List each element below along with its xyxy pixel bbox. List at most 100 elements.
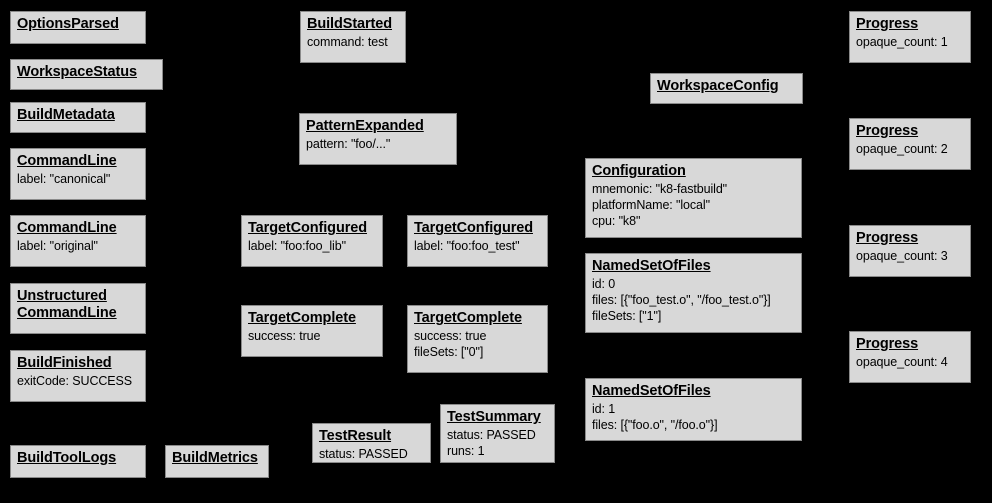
node-properties: label: "foo:foo_lib" [248,238,376,254]
node-progress-4[interactable]: Progress opaque_count: 4 [849,331,971,383]
node-title-line: OptionsParsed [17,16,119,32]
node-title-line: CommandLine [17,305,117,321]
node-properties: id: 1 files: [{"foo.o", "/foo.o"}] [592,401,795,433]
node-title-line: Progress [856,230,919,246]
node-title: TargetComplete [248,310,376,327]
node-title: BuildMetrics [172,450,262,467]
node-title: TestSummary [447,409,548,426]
node-property: platformName: "local" [592,198,710,212]
node-property: files: [{"foo_test.o", "/foo_test.o"}] [592,293,771,307]
node-title: BuildToolLogs [17,450,139,467]
node-title-line: CommandLine [17,153,117,169]
node-title: Progress [856,336,964,353]
node-property: mnemonic: "k8-fastbuild" [592,182,728,196]
node-title: BuildFinished [17,355,139,372]
node-property: label: "canonical" [17,172,111,186]
node-title-line: NamedSetOfFiles [592,258,711,274]
node-property: label: "original" [17,239,98,253]
node-workspace-config[interactable]: WorkspaceConfig [650,73,803,104]
node-properties: success: true [248,328,376,344]
node-property: success: true [414,329,487,343]
node-properties: opaque_count: 3 [856,248,964,264]
node-property: status: PASSED [319,447,408,461]
node-build-metrics[interactable]: BuildMetrics [165,445,269,478]
node-build-finished[interactable]: BuildFinished exitCode: SUCCESS [10,350,146,402]
node-property: opaque_count: 1 [856,35,948,49]
node-command-line-canonical[interactable]: CommandLine label: "canonical" [10,148,146,200]
node-progress-2[interactable]: Progress opaque_count: 2 [849,118,971,170]
node-property: opaque_count: 4 [856,355,948,369]
node-properties: mnemonic: "k8-fastbuild" platformName: "l… [592,181,795,229]
node-named-set-of-files-0[interactable]: NamedSetOfFiles id: 0 files: [{"foo_test.o… [585,253,802,333]
node-property: pattern: "foo/..." [306,137,391,151]
node-properties: exitCode: SUCCESS [17,373,139,389]
node-title: WorkspaceStatus [17,64,156,81]
node-build-metadata[interactable]: BuildMetadata [10,102,146,133]
node-property: label: "foo:foo_lib" [248,239,346,253]
node-pattern-expanded[interactable]: PatternExpanded pattern: "foo/..." [299,113,457,165]
node-property: cpu: "k8" [592,214,641,228]
node-configuration[interactable]: Configuration mnemonic: "k8-fastbuild" pla… [585,158,802,238]
node-build-started[interactable]: BuildStarted command: test [300,11,406,63]
node-title: BuildStarted [307,16,399,33]
node-named-set-of-files-1[interactable]: NamedSetOfFiles id: 1 files: [{"foo.o", "/… [585,378,802,441]
node-progress-1[interactable]: Progress opaque_count: 1 [849,11,971,63]
node-target-configured-foo-lib[interactable]: TargetConfigured label: "foo:foo_lib" [241,215,383,267]
node-property: opaque_count: 3 [856,249,948,263]
node-workspace-status[interactable]: WorkspaceStatus [10,59,163,90]
node-properties: opaque_count: 4 [856,354,964,370]
node-property: files: [{"foo.o", "/foo.o"}] [592,418,718,432]
node-property: status: PASSED [447,428,536,442]
node-title-line: BuildFinished [17,355,112,371]
node-title: CommandLine [17,220,139,237]
node-title: PatternExpanded [306,118,450,135]
node-title: WorkspaceConfig [657,78,796,95]
node-title-line: NamedSetOfFiles [592,383,711,399]
node-property: command: test [307,35,388,49]
node-build-tool-logs[interactable]: BuildToolLogs [10,445,146,478]
node-title-line: Configuration [592,163,686,179]
node-title: Progress [856,230,964,247]
node-properties: opaque_count: 2 [856,141,964,157]
node-properties: opaque_count: 1 [856,34,964,50]
node-property: id: 0 [592,277,616,291]
node-property: exitCode: SUCCESS [17,374,133,388]
node-title-line: TestResult [319,428,392,444]
node-options-parsed[interactable]: OptionsParsed [10,11,146,44]
node-title-line: BuildStarted [307,16,393,32]
node-title: OptionsParsed [17,16,139,33]
node-command-line-original[interactable]: CommandLine label: "original" [10,215,146,267]
node-property: opaque_count: 2 [856,142,948,156]
node-property: success: true [248,329,321,343]
node-properties: pattern: "foo/..." [306,136,450,152]
node-target-complete-lib[interactable]: TargetComplete success: true [241,305,383,357]
node-title: Progress [856,123,964,140]
node-title: BuildMetadata [17,107,139,124]
node-test-result[interactable]: TestResult status: PASSED [312,423,431,463]
node-title-line: WorkspaceConfig [657,78,779,94]
node-title-line: Progress [856,123,919,139]
node-properties: command: test [307,34,399,50]
node-property: fileSets: ["1"] [592,309,662,323]
node-title: Progress [856,16,964,33]
node-title: TargetComplete [414,310,541,327]
node-title-line: WorkspaceStatus [17,64,137,80]
node-title-line: TargetComplete [248,310,356,326]
node-property: label: "foo:foo_test" [414,239,520,253]
node-title: CommandLine [17,153,139,170]
node-title: Configuration [592,163,795,180]
node-property: id: 1 [592,402,616,416]
node-title-line: TargetConfigured [414,220,533,236]
node-target-configured-foo-test[interactable]: TargetConfigured label: "foo:foo_test" [407,215,548,267]
node-title-line: CommandLine [17,220,117,236]
node-title-line: BuildToolLogs [17,450,117,466]
node-title: TargetConfigured [248,220,376,237]
node-progress-3[interactable]: Progress opaque_count: 3 [849,225,971,277]
node-title: TestResult [319,428,424,445]
